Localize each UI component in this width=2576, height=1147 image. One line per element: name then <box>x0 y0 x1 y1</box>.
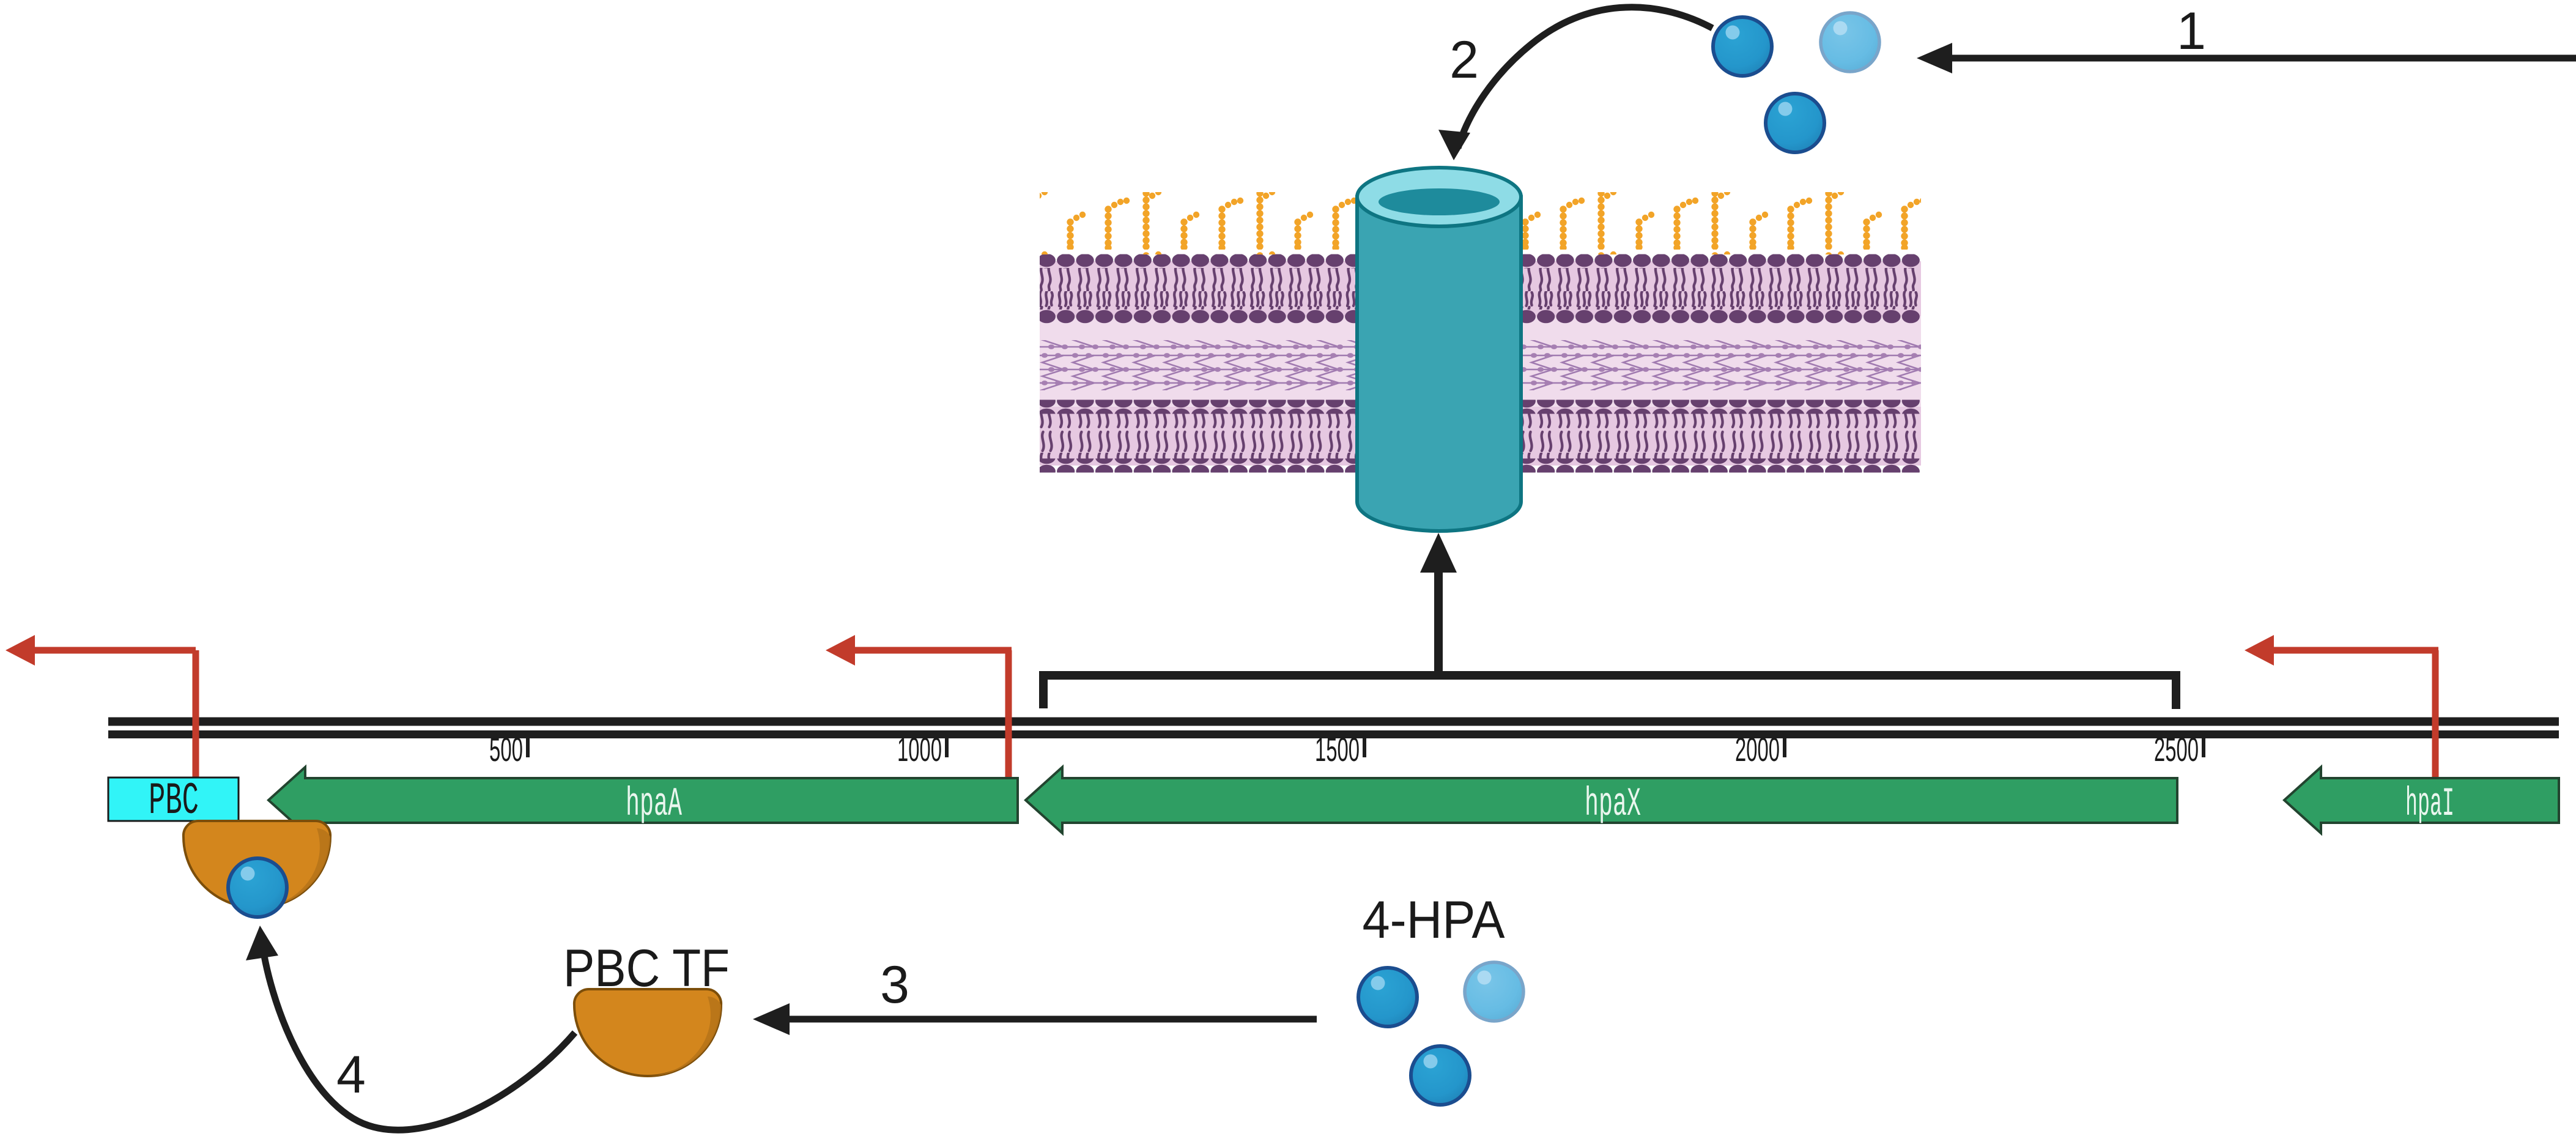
svg-text:hpaX: hpaX <box>1585 781 1641 827</box>
svg-text:2000: 2000 <box>1735 730 1780 768</box>
svg-text:hpaA: hpaA <box>626 781 682 827</box>
svg-text:500: 500 <box>489 730 523 768</box>
svg-text:1: 1 <box>2177 2 2206 61</box>
svg-text:4-HPA: 4-HPA <box>1363 891 1506 949</box>
svg-text:1000: 1000 <box>897 730 942 768</box>
svg-text:2500: 2500 <box>2154 730 2199 768</box>
svg-text:hpaI: hpaI <box>2405 781 2454 827</box>
svg-text:PBC TF: PBC TF <box>563 939 730 998</box>
svg-text:1500: 1500 <box>1315 730 1360 768</box>
svg-text:PBC: PBC <box>149 776 199 826</box>
svg-text:3: 3 <box>880 956 909 1014</box>
svg-text:2: 2 <box>1449 31 1479 89</box>
svg-text:4: 4 <box>336 1045 366 1104</box>
